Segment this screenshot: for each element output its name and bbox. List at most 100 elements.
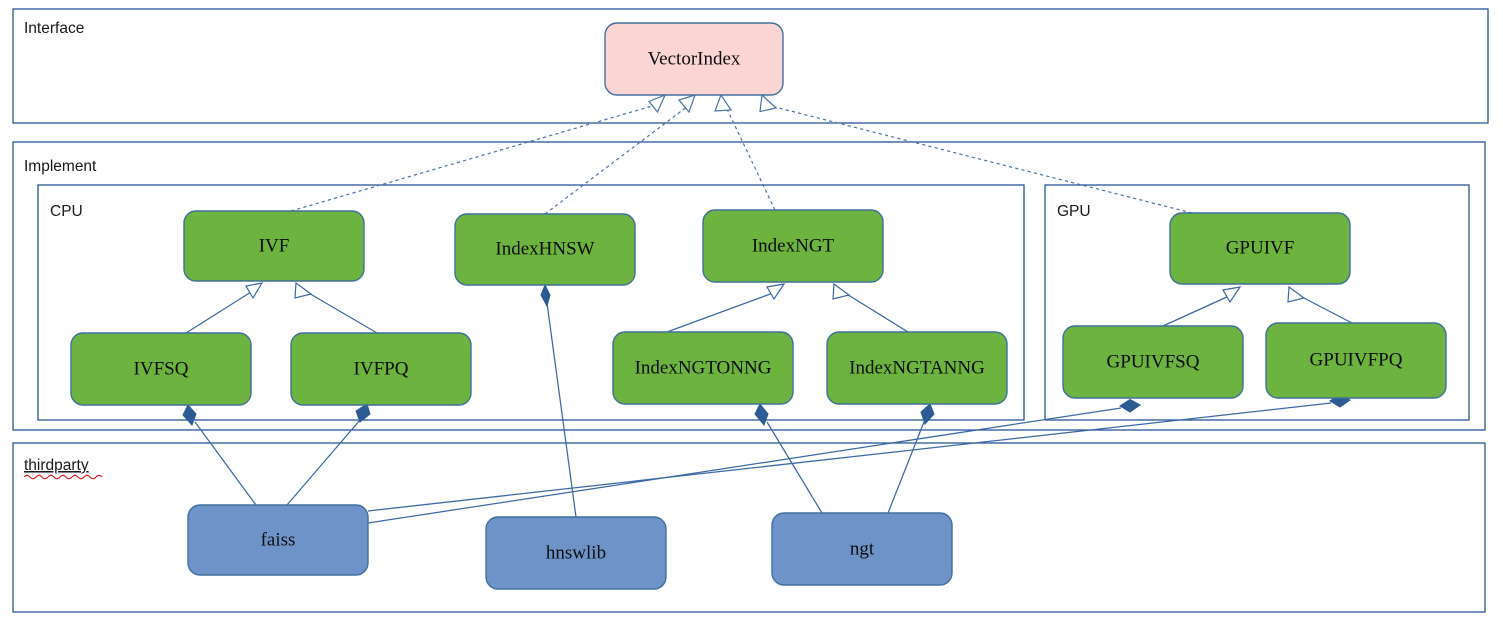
node-indexngt-label: IndexNGT: [752, 235, 835, 256]
edge-line: [887, 421, 925, 514]
node-indexhnsw-label: IndexHNSW: [495, 238, 594, 259]
node-indexngt[interactable]: IndexNGT: [702, 209, 884, 283]
node-faiss-box[interactable]: [187, 504, 369, 576]
edge-ivf-to-vectorindex[interactable]: [290, 93, 667, 212]
node-ivfsq-label: IVFSQ: [134, 358, 189, 379]
arrow-hollow-triangle-icon: [714, 93, 733, 112]
edge-indexhnsw-to-vectorindex[interactable]: [544, 94, 696, 215]
edge-ivfsq-to-ivf[interactable]: [185, 282, 264, 334]
nodes: VectorIndex IVF IndexHNSW IndexNGT GPUIV…: [70, 22, 1447, 590]
node-gpuivfpq[interactable]: GPUIVFPQ: [1265, 322, 1447, 399]
edge-ngt-to-indexngtonng[interactable]: [754, 403, 823, 514]
edge-indexngt-to-vectorindex[interactable]: [714, 93, 776, 211]
composition-edges: [182, 283, 1351, 524]
edge-faiss-to-ivfpq[interactable]: [286, 403, 371, 506]
node-indexngtonng-label: IndexNGTONNG: [635, 357, 772, 378]
node-gpuivfpq-label: GPUIVFPQ: [1310, 349, 1403, 370]
edge-faiss-to-gpuivfsq[interactable]: [367, 398, 1141, 524]
edge-gpuivf-to-vectorindex[interactable]: [759, 93, 1193, 214]
arrow-hollow-triangle-icon: [648, 93, 667, 114]
node-ivf-label: IVF: [259, 235, 290, 256]
group-gpu-label: GPU: [1057, 203, 1091, 220]
node-indexngtonng[interactable]: IndexNGTONNG: [612, 331, 794, 405]
node-indexngtonng-box[interactable]: [612, 331, 794, 405]
node-vectorindex-box[interactable]: [604, 22, 784, 96]
edge-line: [306, 291, 378, 334]
group-thirdparty-label: thirdparty: [24, 457, 89, 474]
edge-indexngtanng-to-indexngt[interactable]: [832, 282, 909, 333]
edge-line: [194, 421, 257, 506]
edge-line: [770, 105, 1193, 214]
arrow-hollow-triangle-icon: [766, 283, 786, 301]
node-ivfpq-box[interactable]: [290, 332, 472, 406]
arrow-hollow-triangle-icon: [1287, 285, 1306, 303]
edge-gpuivfsq-to-gpuivf[interactable]: [1162, 286, 1242, 327]
filled-diamond-icon: [355, 403, 371, 423]
node-hnswlib-box[interactable]: [485, 516, 667, 590]
realization-edges: [290, 93, 1193, 215]
node-ivf[interactable]: IVF: [183, 210, 365, 282]
edge-line: [1162, 295, 1230, 327]
group-cpu-label: CPU: [50, 203, 83, 220]
edge-ivfpq-to-ivf[interactable]: [294, 281, 378, 334]
edge-line: [544, 105, 689, 215]
arrow-hollow-triangle-icon: [759, 93, 778, 113]
node-indexhnsw-box[interactable]: [454, 213, 636, 286]
node-gpuivf-label: GPUIVF: [1226, 237, 1295, 258]
node-ivfpq[interactable]: IVFPQ: [290, 332, 472, 406]
edge-gpuivfpq-to-gpuivf[interactable]: [1287, 285, 1353, 324]
node-indexngtanng-label: IndexNGTANNG: [849, 357, 985, 378]
generalization-edges: [185, 281, 1353, 334]
node-gpuivf-box[interactable]: [1169, 212, 1351, 285]
node-ivfsq-box[interactable]: [70, 332, 252, 406]
arrow-hollow-triangle-icon: [832, 282, 851, 300]
node-ngt[interactable]: ngt: [771, 512, 953, 586]
node-ivfsq[interactable]: IVFSQ: [70, 332, 252, 406]
edge-line: [666, 292, 774, 333]
node-vectorindex[interactable]: VectorIndex: [604, 22, 784, 96]
node-faiss-label: faiss: [261, 529, 296, 550]
node-ngt-label: ngt: [850, 538, 875, 559]
node-hnswlib[interactable]: hnswlib: [485, 516, 667, 590]
node-hnswlib-label: hnswlib: [546, 542, 606, 563]
filled-diamond-icon: [540, 283, 551, 308]
edge-line: [766, 421, 823, 514]
edge-line: [1299, 295, 1353, 324]
node-indexngtanng[interactable]: IndexNGTANNG: [826, 331, 1008, 405]
arrow-hollow-triangle-icon: [677, 94, 696, 114]
filled-diamond-icon: [754, 403, 769, 426]
arrow-hollow-triangle-icon: [294, 281, 313, 299]
filled-diamond-icon: [182, 404, 197, 426]
filled-diamond-icon: [920, 403, 935, 425]
arrow-hollow-triangle-icon: [245, 282, 264, 300]
edge-ngt-to-indexngtanng[interactable]: [887, 403, 935, 514]
node-ivf-box[interactable]: [183, 210, 365, 282]
node-ivfpq-label: IVFPQ: [354, 358, 409, 379]
edge-faiss-to-ivfsq[interactable]: [182, 404, 257, 506]
node-gpuivf[interactable]: GPUIVF: [1169, 212, 1351, 285]
edge-line: [185, 291, 252, 334]
edge-line: [367, 407, 1122, 524]
node-gpuivfsq[interactable]: GPUIVFSQ: [1062, 325, 1244, 399]
edge-hnswlib-to-indexhnsw[interactable]: [540, 283, 577, 518]
arrow-hollow-triangle-icon: [1222, 286, 1242, 304]
group-interface-label: Interface: [24, 20, 84, 37]
filled-diamond-icon: [1119, 398, 1141, 413]
edge-line: [367, 402, 1332, 512]
node-gpuivfsq-label: GPUIVFSQ: [1107, 351, 1200, 372]
spellcheck-squiggle-icon: [23, 474, 103, 480]
node-vectorindex-label: VectorIndex: [648, 48, 741, 69]
edge-line: [546, 302, 577, 518]
edge-indexngtonng-to-indexngt[interactable]: [666, 283, 786, 333]
node-indexngtanng-box[interactable]: [826, 331, 1008, 405]
node-ngt-box[interactable]: [771, 512, 953, 586]
node-gpuivfsq-box[interactable]: [1062, 325, 1244, 399]
group-implement-label: Implement: [24, 158, 97, 175]
node-indexhnsw[interactable]: IndexHNSW: [454, 213, 636, 286]
node-gpuivfpq-box[interactable]: [1265, 322, 1447, 399]
node-indexngt-box[interactable]: [702, 209, 884, 283]
node-faiss[interactable]: faiss: [187, 504, 369, 576]
edge-line: [844, 292, 909, 333]
